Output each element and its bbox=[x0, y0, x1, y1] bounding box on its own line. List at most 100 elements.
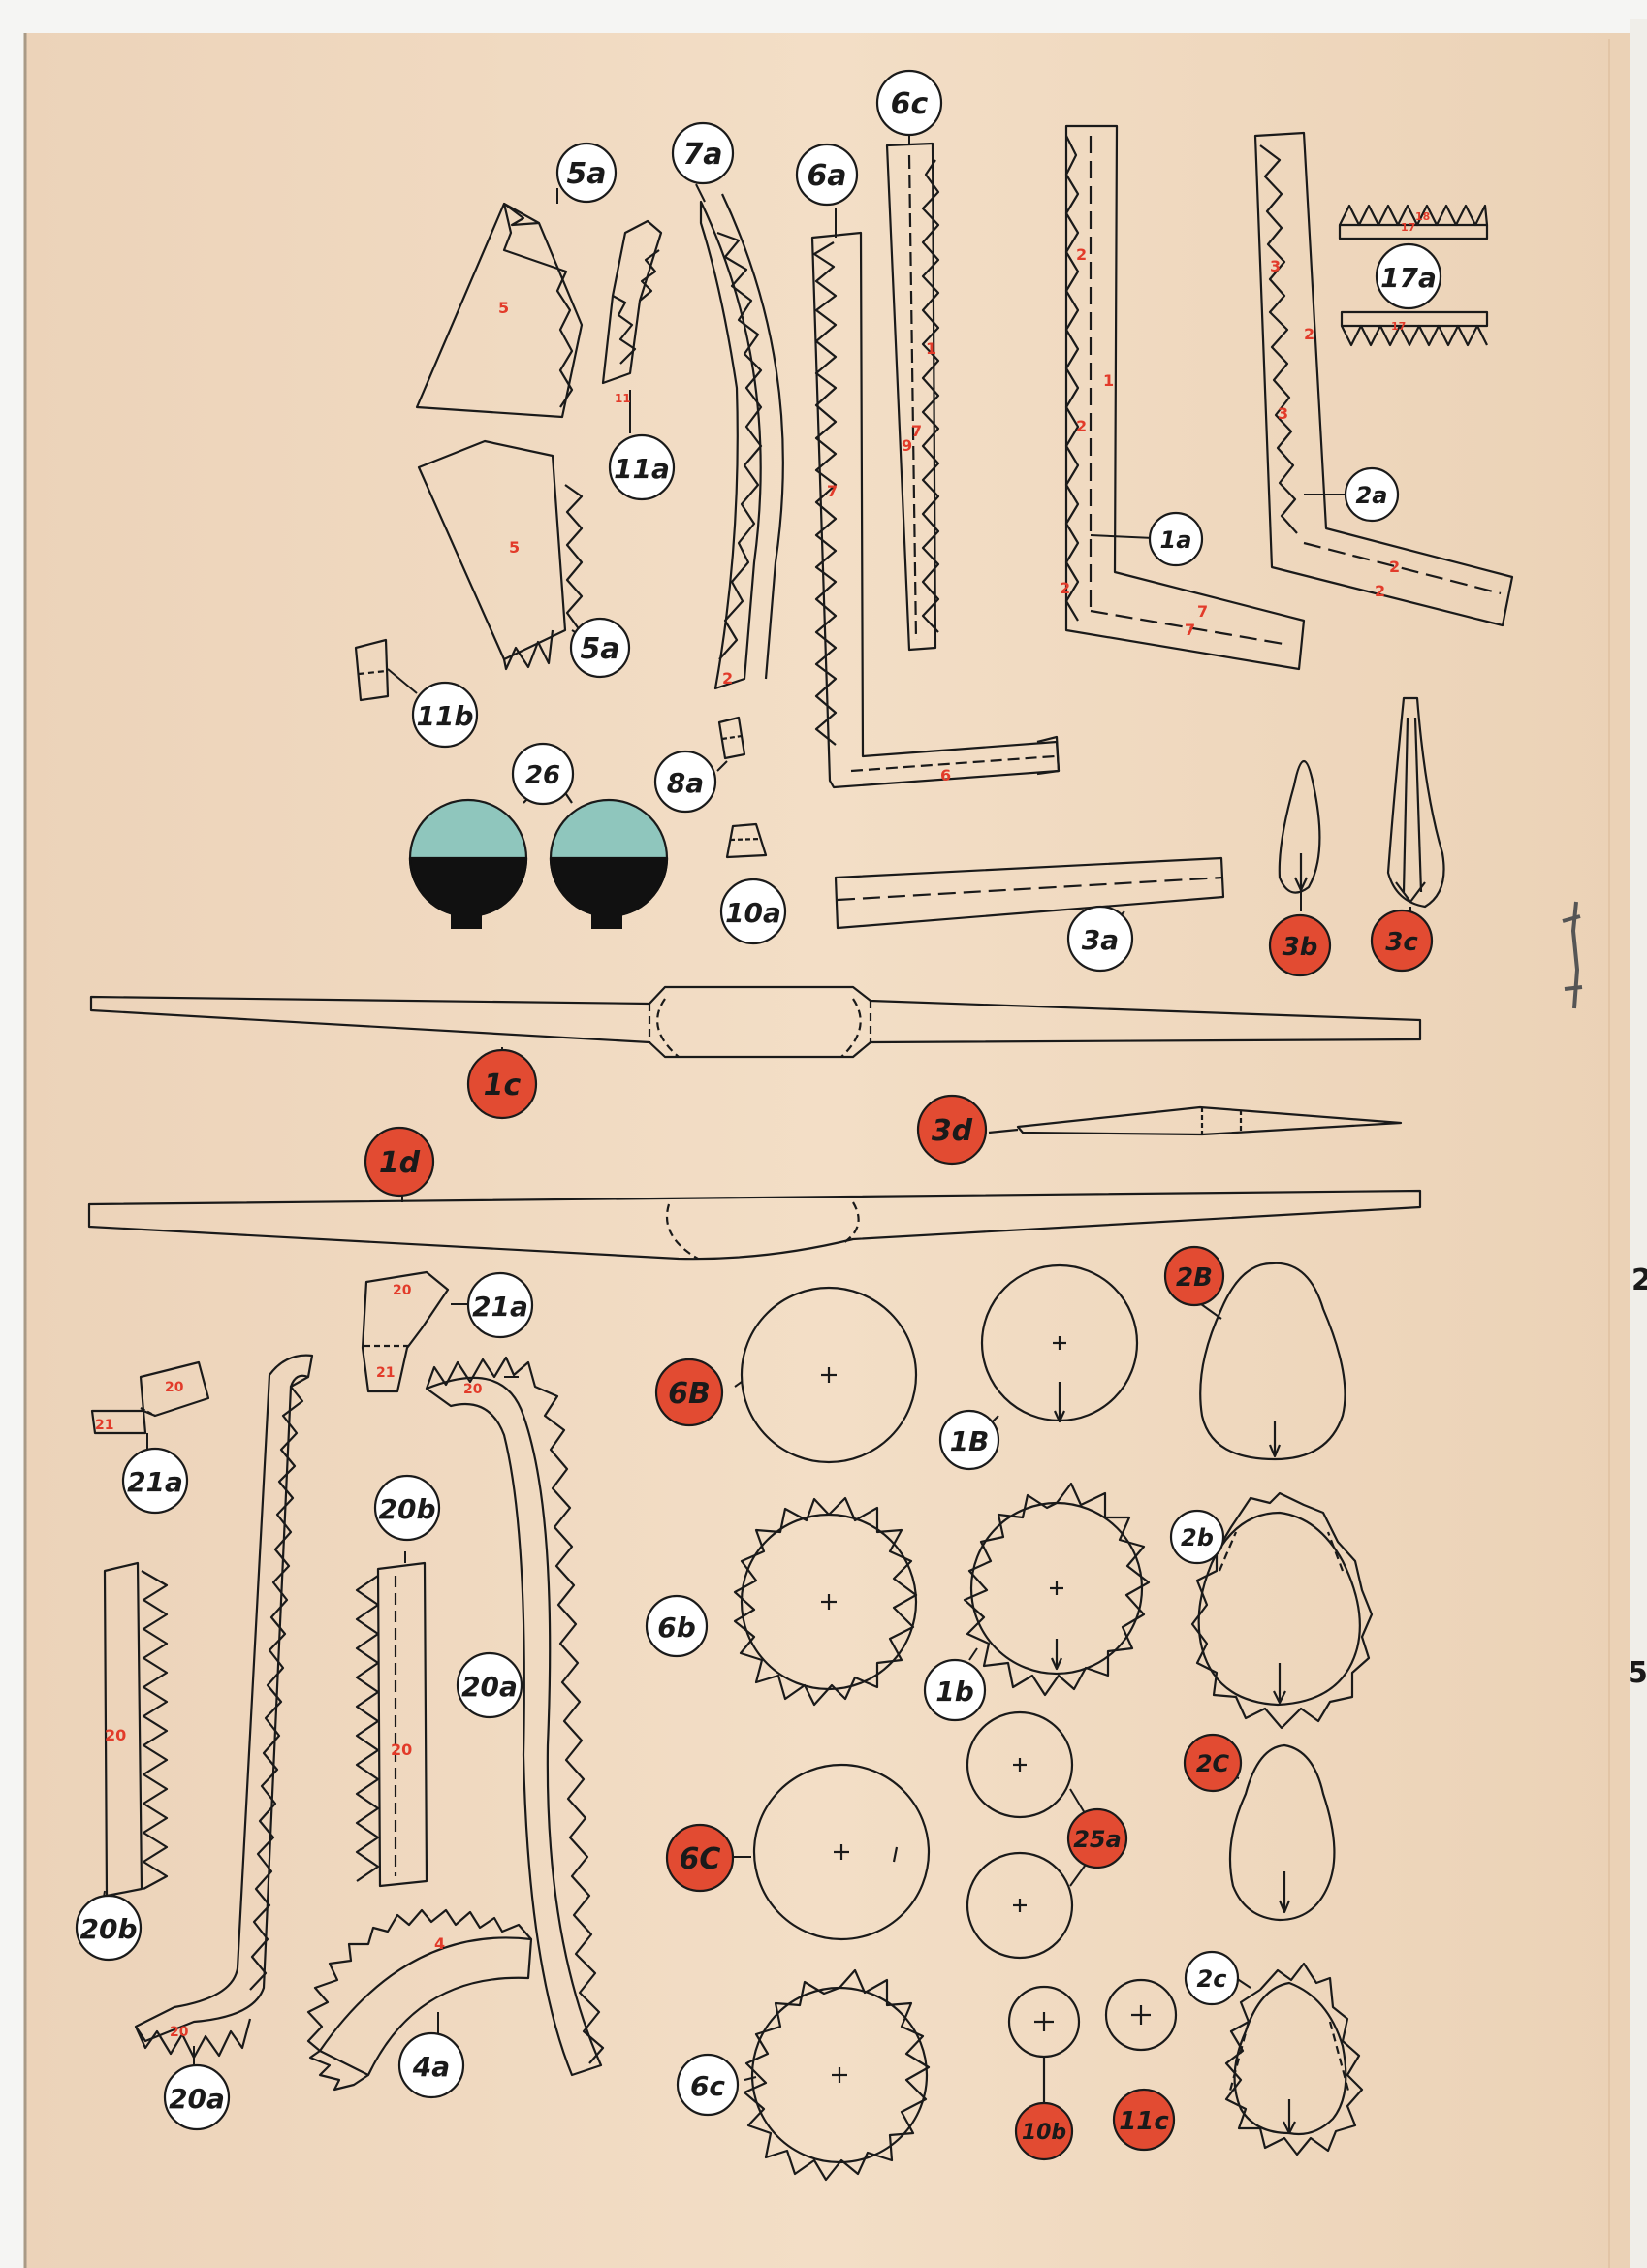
edge-number-2: 2 bbox=[1631, 1263, 1647, 1297]
part-17a-strips bbox=[1338, 204, 1489, 347]
svg-text:3d: 3d bbox=[932, 1114, 973, 1148]
svg-text:6c: 6c bbox=[690, 2070, 725, 2102]
number-2a-b: 2 bbox=[1304, 325, 1314, 343]
label-10a: 10a bbox=[719, 878, 787, 945]
number-20a-top: 20 bbox=[463, 1382, 483, 1397]
label-10b: 10b bbox=[1014, 2101, 1074, 2161]
svg-text:8a: 8a bbox=[667, 767, 704, 799]
number-21a-upper-a: 20 bbox=[393, 1283, 412, 1298]
part-3c-drop bbox=[1386, 696, 1445, 909]
part-20-strip-left bbox=[103, 1561, 169, 1898]
label-6C: 6C bbox=[665, 1823, 735, 1893]
number-5-upper: 5 bbox=[498, 299, 509, 317]
number-6a-base: 6 bbox=[940, 766, 951, 784]
part-8a bbox=[717, 716, 746, 760]
part-3d-strut bbox=[988, 1105, 1403, 1136]
svg-text:3a: 3a bbox=[1082, 924, 1119, 956]
part-2B-drop bbox=[1199, 1262, 1346, 1461]
label-3d: 3d bbox=[916, 1094, 988, 1166]
svg-text:11c: 11c bbox=[1119, 2107, 1169, 2136]
svg-text:11a: 11a bbox=[614, 453, 670, 485]
svg-text:2c: 2c bbox=[1197, 1965, 1227, 1993]
label-2C: 2C bbox=[1183, 1733, 1243, 1793]
number-5-lower: 5 bbox=[509, 538, 520, 557]
number-7a-a: 7 bbox=[827, 482, 838, 500]
label-26: 26 bbox=[511, 742, 575, 806]
svg-text:11b: 11b bbox=[416, 700, 473, 732]
label-1b: 1b bbox=[923, 1658, 987, 1722]
part-4a-arc bbox=[306, 1908, 533, 2092]
staple-icon bbox=[1562, 901, 1583, 1009]
part-3a-bar bbox=[834, 856, 1225, 930]
svg-text:4a: 4a bbox=[412, 2051, 450, 2083]
svg-text:6c: 6c bbox=[891, 87, 929, 121]
number-2a-e: 2 bbox=[1375, 582, 1385, 600]
svg-text:2B: 2B bbox=[1176, 1263, 1213, 1293]
svg-text:10b: 10b bbox=[1022, 2121, 1066, 2145]
number-1a-b: 1 bbox=[1103, 371, 1114, 390]
part-6C-disc bbox=[752, 1763, 931, 1941]
part-11c-disc bbox=[1104, 1978, 1178, 2052]
part-25a-discs bbox=[966, 1710, 1074, 1960]
number-17-b: 18 bbox=[1415, 210, 1430, 223]
label-3c: 3c bbox=[1370, 909, 1434, 973]
label-20a-mid: 20a bbox=[456, 1651, 523, 1719]
part-1a-strip bbox=[1064, 124, 1306, 671]
part-6b-gear bbox=[733, 1496, 918, 1707]
label-2a: 2a bbox=[1344, 466, 1400, 523]
part-6c-gear bbox=[743, 1968, 931, 2182]
svg-text:1c: 1c bbox=[484, 1069, 522, 1102]
part-2b-gear-drop bbox=[1190, 1491, 1374, 1730]
label-20b-bottom: 20b bbox=[75, 1894, 143, 1962]
svg-text:2C: 2C bbox=[1196, 1750, 1230, 1777]
part-21a-lower bbox=[90, 1360, 210, 1435]
edge-number-5: 5 bbox=[1628, 1656, 1647, 1690]
svg-text:25a: 25a bbox=[1073, 1826, 1122, 1853]
number-2a-d: 2 bbox=[1389, 558, 1400, 576]
part-2c-gear-drop bbox=[1224, 1962, 1364, 2156]
label-7a: 7a bbox=[671, 121, 735, 185]
red-labels: 3b 3c 1c 3d 1d 2B 6B 25a 2C 6C 10b 11c bbox=[364, 909, 1434, 2161]
label-1d: 1d bbox=[364, 1126, 435, 1198]
svg-text:21a: 21a bbox=[472, 1291, 528, 1323]
number-1a-f: 7 bbox=[1185, 621, 1195, 639]
number-21a-lower-a: 20 bbox=[165, 1380, 184, 1395]
svg-text:1d: 1d bbox=[379, 1146, 421, 1180]
svg-text:20a: 20a bbox=[461, 1671, 518, 1703]
label-3b: 3b bbox=[1268, 913, 1332, 977]
label-5a-top: 5a bbox=[555, 142, 618, 204]
number-17-c: 17 bbox=[1391, 320, 1406, 333]
label-11b: 11b bbox=[411, 681, 479, 749]
svg-text:6b: 6b bbox=[657, 1612, 696, 1644]
number-1a-c: 2 bbox=[1076, 417, 1087, 435]
svg-text:1b: 1b bbox=[935, 1676, 974, 1708]
label-25a: 25a bbox=[1066, 1807, 1128, 1869]
label-4a: 4a bbox=[397, 2031, 465, 2099]
red-part-numbers: 5 5 11 7 2 7 6 9 1 2 1 2 2 7 7 3 2 3 2 2… bbox=[95, 210, 1430, 2040]
label-11a: 11a bbox=[608, 433, 676, 501]
label-2B: 2B bbox=[1163, 1245, 1225, 1307]
number-6c-a: 9 bbox=[902, 436, 912, 455]
svg-text:6B: 6B bbox=[668, 1377, 711, 1411]
part-2C-drop bbox=[1228, 1743, 1336, 1922]
label-5a-bottom: 5a bbox=[569, 617, 631, 679]
label-17a: 17a bbox=[1375, 242, 1442, 310]
svg-text:2b: 2b bbox=[1181, 1524, 1214, 1551]
number-7a-b: 2 bbox=[722, 669, 733, 687]
svg-text:1a: 1a bbox=[1160, 527, 1192, 554]
label-8a: 8a bbox=[653, 750, 717, 814]
svg-text:6a: 6a bbox=[807, 159, 846, 193]
label-6b: 6b bbox=[645, 1594, 709, 1658]
svg-text:17a: 17a bbox=[1380, 262, 1437, 294]
number-11a: 11 bbox=[615, 392, 631, 405]
number-20-left: 20 bbox=[105, 1726, 126, 1744]
part-6a-strip bbox=[810, 231, 1061, 789]
label-1c: 1c bbox=[466, 1048, 538, 1120]
number-1a-a: 2 bbox=[1076, 245, 1087, 264]
part-10b-disc bbox=[1007, 1985, 1081, 2106]
svg-text:1B: 1B bbox=[950, 1425, 990, 1457]
svg-text:3b: 3b bbox=[1283, 933, 1318, 962]
number-20b-mid: 20 bbox=[391, 1741, 412, 1759]
part-21a-upper bbox=[361, 1270, 450, 1393]
